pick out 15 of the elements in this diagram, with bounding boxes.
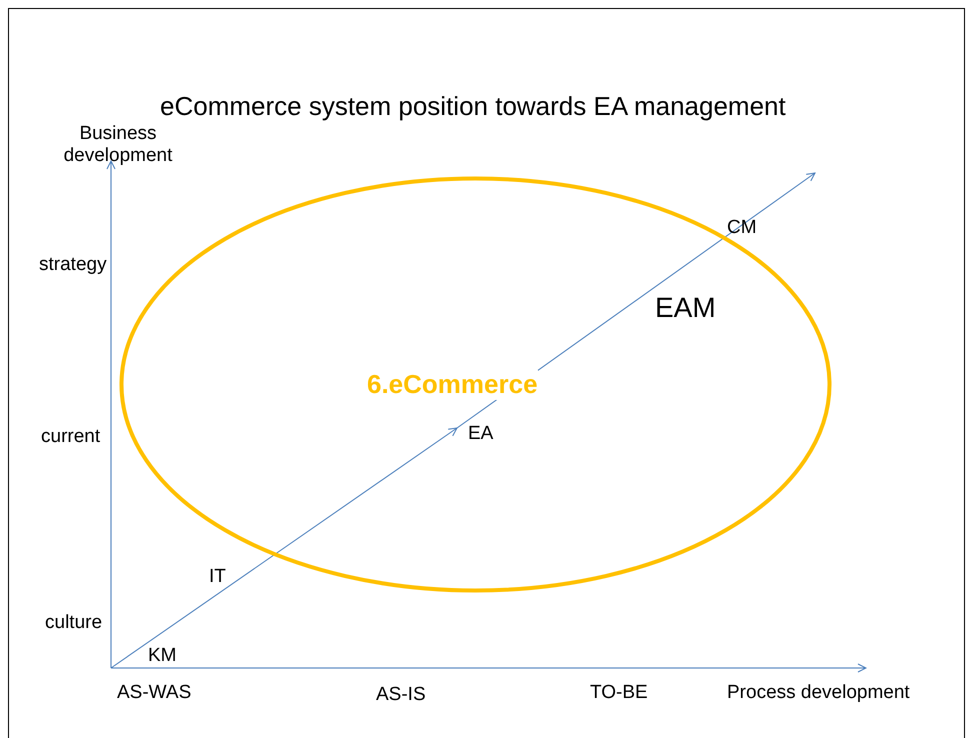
axis-label: strategy — [39, 254, 107, 276]
axis-label: TO-BE — [590, 682, 648, 704]
axis-label: culture — [45, 612, 102, 634]
axis-label: AS-IS — [376, 684, 426, 706]
axis-label: EA — [468, 423, 494, 445]
ellipse-region — [119, 176, 832, 593]
axis-label: KM — [148, 645, 176, 667]
axis-label: EAM — [655, 292, 716, 324]
diagram-title: eCommerce system position towards EA management — [160, 92, 786, 122]
region-label: 6.eCommerce — [367, 370, 538, 400]
axis-label: current — [41, 426, 100, 448]
axis-label: IT — [209, 566, 226, 588]
axis-label: Process development — [727, 682, 910, 704]
axis-label: Business development — [62, 123, 174, 167]
axis-label: AS-WAS — [117, 682, 192, 704]
